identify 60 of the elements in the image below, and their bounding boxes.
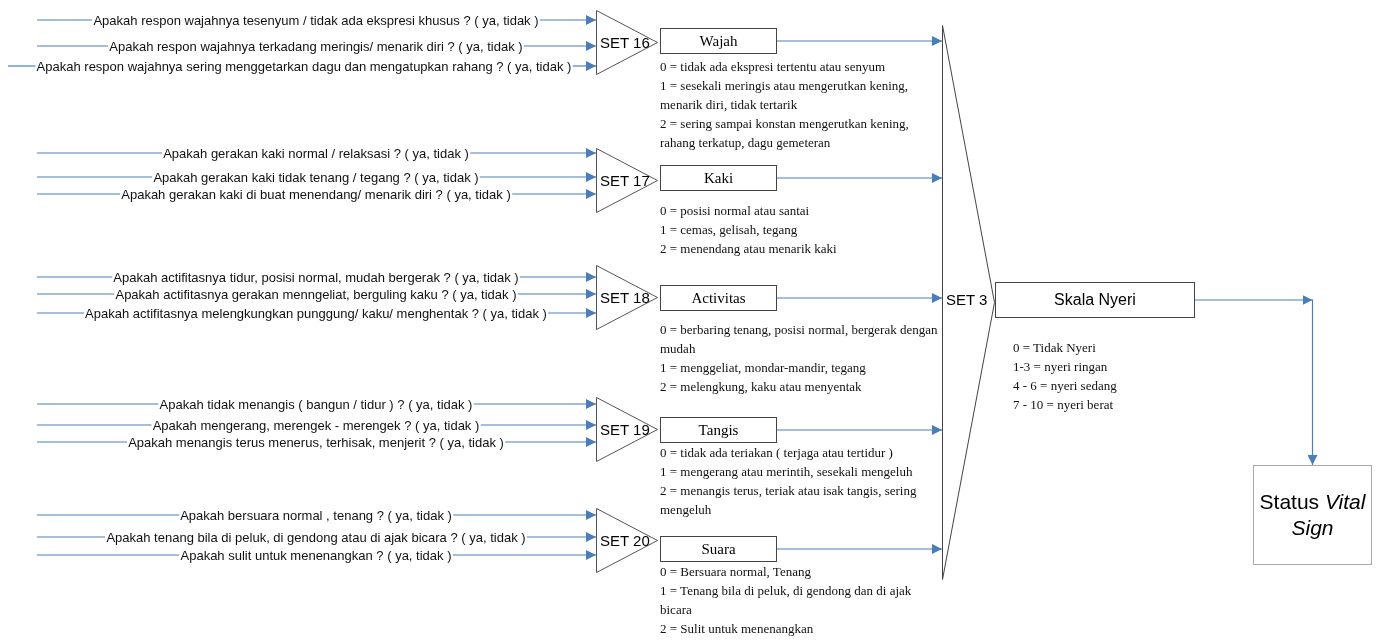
merge-shape bbox=[942, 25, 995, 580]
score-note: 0 = Tidak Nyeri bbox=[1013, 339, 1096, 357]
score-note: 1-3 = nyeri ringan bbox=[1013, 358, 1108, 376]
arrow bbox=[511, 189, 597, 199]
arrow bbox=[776, 293, 943, 303]
triangle-node bbox=[596, 10, 658, 75]
score-note: 2 = sering sampai konstan mengerutkan kening, rahang terkatup, dagu gemeteran bbox=[660, 115, 910, 152]
score-note: 4 - 6 = nyeri sedang bbox=[1013, 377, 1117, 395]
arrow bbox=[472, 399, 597, 409]
score-note: 0 = Bersuara normal, Tenang bbox=[660, 563, 811, 581]
category-box: Tangis bbox=[660, 417, 777, 443]
output-label: Status Vital Sign bbox=[1258, 489, 1367, 541]
score-note: 1 = cemas, gelisah, tegang bbox=[660, 221, 798, 239]
set-label: SET 20 bbox=[600, 532, 650, 549]
arrow bbox=[469, 148, 597, 158]
triangle-node bbox=[596, 508, 658, 573]
score-note: 1 = sesekali meringis atau mengerutkan kening, menarik diri, tidak tertarik bbox=[660, 77, 910, 114]
category-box: Suara bbox=[660, 536, 777, 562]
arrow bbox=[1194, 295, 1318, 466]
set-label: SET 16 bbox=[600, 34, 650, 51]
triangle-node bbox=[596, 397, 658, 462]
set-label: SET 18 bbox=[600, 289, 650, 306]
output-box bbox=[1253, 465, 1372, 565]
arrow bbox=[452, 510, 597, 520]
score-note: 0 = tidak ada ekspresi tertentu atau senyum bbox=[660, 58, 885, 76]
category-box: Wajah bbox=[660, 28, 777, 54]
score-note: 2 = menendang atau menarik kaki bbox=[660, 240, 837, 258]
score-note: 2 = menangis terus, teriak atau isak tangis, sering mengeluh bbox=[660, 482, 918, 519]
arrow bbox=[451, 550, 597, 560]
score-note: 0 = posisi normal atau santai bbox=[660, 202, 810, 220]
arrow bbox=[776, 36, 943, 46]
arrow bbox=[516, 289, 597, 299]
score-note: 2 = Sulit untuk menenangkan bbox=[660, 620, 814, 638]
arrow bbox=[479, 172, 597, 182]
score-note: 2 = melengkung, kaku atau menyentak bbox=[660, 378, 862, 396]
set-label: SET 3 bbox=[946, 291, 988, 308]
arrow bbox=[776, 544, 943, 554]
set-label: SET 19 bbox=[600, 421, 650, 438]
category-box: Activitas bbox=[660, 285, 777, 311]
score-note: 1 = Tenang bila di peluk, di gendong dan di ajak bicara bbox=[660, 582, 913, 619]
score-note: 1 = mengerang atau merintih, sesekali mengeluh bbox=[660, 463, 913, 481]
triangle-node bbox=[596, 148, 658, 213]
score-note: 0 = tidak ada teriakan ( terjaga atau tertidur ) bbox=[660, 444, 893, 462]
score-note: 7 - 10 = nyeri berat bbox=[1013, 396, 1114, 414]
score-note: 0 = berbaring tenang, posisi normal, bergerak dengan mudah bbox=[660, 321, 938, 358]
arrow bbox=[519, 272, 597, 282]
arrow bbox=[504, 437, 597, 447]
set-label: SET 17 bbox=[600, 172, 650, 189]
arrow bbox=[776, 173, 943, 183]
category-box: Kaki bbox=[660, 165, 777, 191]
scale-box: Skala Nyeri bbox=[995, 282, 1195, 318]
score-note: 1 = menggeliat, mondar-mandir, tegang bbox=[660, 359, 866, 377]
arrow bbox=[571, 61, 597, 71]
arrow bbox=[526, 532, 597, 542]
arrow bbox=[547, 308, 597, 318]
arrow bbox=[523, 41, 597, 51]
arrow bbox=[776, 425, 943, 435]
arrow bbox=[538, 15, 597, 25]
arrow bbox=[479, 420, 597, 430]
triangle-node bbox=[596, 265, 658, 330]
